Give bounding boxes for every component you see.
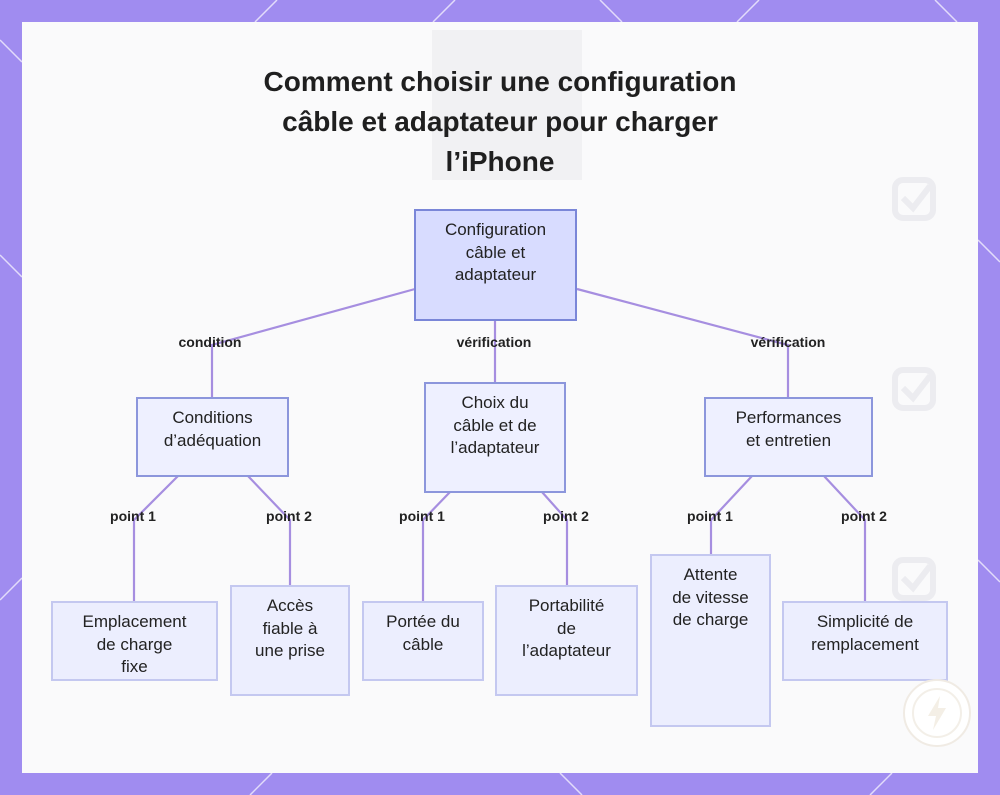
- title-line-2: câble et adaptateur pour charger: [282, 106, 718, 137]
- root-line-2: câble et: [465, 242, 526, 262]
- edge-label-condition: condition: [178, 334, 242, 350]
- leaf-emplacement-line-3: fixe: [121, 657, 148, 676]
- edge-left-p2: [247, 475, 292, 586]
- leaf-attente-line-2: de vitesse: [672, 587, 749, 607]
- edge-label-left-point-1: point 1: [110, 508, 156, 524]
- root-node: Configuration câble et adaptateur: [414, 209, 577, 321]
- node-choix-line-1: Choix du: [461, 393, 529, 412]
- edge-root-right: [576, 287, 790, 398]
- edge-root-left: [210, 287, 416, 398]
- leaf-attente-line-3: de charge: [672, 610, 749, 629]
- leaf-acces-line-1: Accès: [266, 596, 314, 615]
- root-line-3: adaptateur: [454, 265, 537, 284]
- leaf-portabilite-line-1: Portabilité: [528, 596, 605, 615]
- node-choix: Choix du câble et de l’adaptateur: [424, 382, 566, 493]
- title-line-3: l’iPhone: [445, 146, 555, 177]
- lightning-badge-icon: [903, 679, 971, 747]
- leaf-attente-line-1: Attente: [683, 565, 738, 584]
- leaf-acces: Accès fiable à une prise: [230, 585, 350, 696]
- node-choix-line-3: l’adaptateur: [450, 438, 540, 457]
- node-conditions: Conditions d’adéquation: [136, 397, 289, 477]
- leaf-portabilite-line-2: de: [557, 618, 576, 638]
- diagram-title: Comment choisir une configuration câble …: [200, 62, 800, 182]
- edge-center-p1: [421, 491, 451, 602]
- leaf-emplacement-line-1: Emplacement: [82, 612, 187, 631]
- leaf-portee-line-1: Portée du: [386, 612, 460, 631]
- leaf-portabilite-line-3: l’adaptateur: [522, 641, 611, 660]
- title-line-1: Comment choisir une configuration: [263, 66, 737, 97]
- leaf-attente: Attente de vitesse de charge: [650, 554, 771, 727]
- node-choix-line-2: câble et de: [453, 415, 537, 435]
- edge-label-right-point-1: point 1: [687, 508, 733, 524]
- leaf-acces-line-2: fiable à: [262, 618, 318, 638]
- leaf-portee-line-2: câble: [402, 634, 444, 654]
- leaf-simplicite-line-1: Simplicité de: [816, 612, 914, 631]
- edge-label-center-point-1: point 1: [399, 508, 445, 524]
- leaf-acces-line-3: une prise: [255, 641, 325, 660]
- leaf-emplacement-line-2: de charge: [96, 634, 173, 654]
- leaf-simplicite: Simplicité de remplacement: [782, 601, 948, 681]
- edge-right-p1: [709, 475, 753, 555]
- edge-label-center-point-2: point 2: [543, 508, 589, 524]
- edge-left-p1: [132, 475, 179, 602]
- edge-label-verification-right: vérification: [750, 334, 826, 350]
- node-conditions-line-1: Conditions: [172, 408, 253, 427]
- leaf-portabilite: Portabilité de l’adaptateur: [495, 585, 638, 696]
- edge-label-left-point-2: point 2: [266, 508, 312, 524]
- leaf-emplacement: Emplacement de charge fixe: [51, 601, 218, 681]
- leaf-portee: Portée du câble: [362, 601, 484, 681]
- node-conditions-line-2: d’adéquation: [163, 430, 262, 450]
- edge-center-p2: [541, 491, 569, 586]
- node-performances: Performances et entretien: [704, 397, 873, 477]
- node-performances-line-2: et entretien: [745, 430, 832, 450]
- edge-right-p2: [823, 475, 867, 602]
- root-line-1: Configuration: [444, 220, 547, 239]
- node-performances-line-1: Performances: [735, 408, 842, 427]
- leaf-simplicite-line-2: remplacement: [811, 634, 919, 654]
- edge-label-right-point-2: point 2: [841, 508, 887, 524]
- edge-label-verification-center: vérification: [456, 334, 532, 350]
